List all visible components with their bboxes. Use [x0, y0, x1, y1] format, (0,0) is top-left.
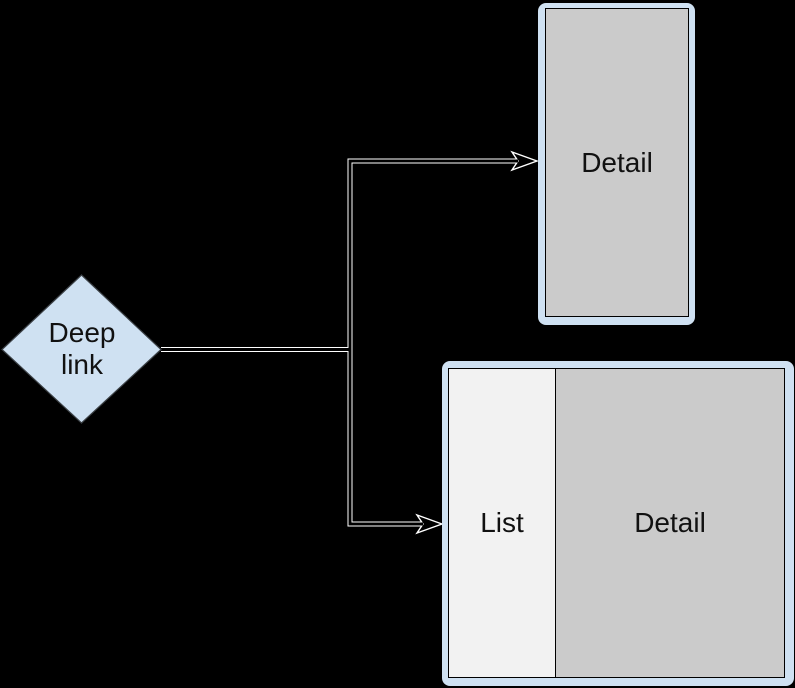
- connector-to-list-detail-core: [161, 348, 423, 526]
- list-pane: List: [449, 369, 556, 677]
- detail-pane-label: Detail: [581, 146, 653, 178]
- list-detail-node: List Detail: [442, 361, 794, 686]
- detail-node: Detail: [538, 3, 695, 325]
- list-detail-detail-pane: Detail: [556, 369, 784, 677]
- list-detail-detail-label: Detail: [634, 507, 706, 538]
- connector-to-detail-halo: [161, 158, 516, 352]
- detail-pane: Detail: [545, 8, 689, 317]
- deep-link-label: Deep link: [48, 317, 116, 380]
- list-pane-label: List: [480, 507, 524, 538]
- connector-to-detail-core: [161, 159, 518, 351]
- connector-to-list-detail-halo: [161, 347, 421, 527]
- list-detail-inner-frame: List Detail: [448, 368, 785, 678]
- deep-link-diamond: [1, 274, 162, 424]
